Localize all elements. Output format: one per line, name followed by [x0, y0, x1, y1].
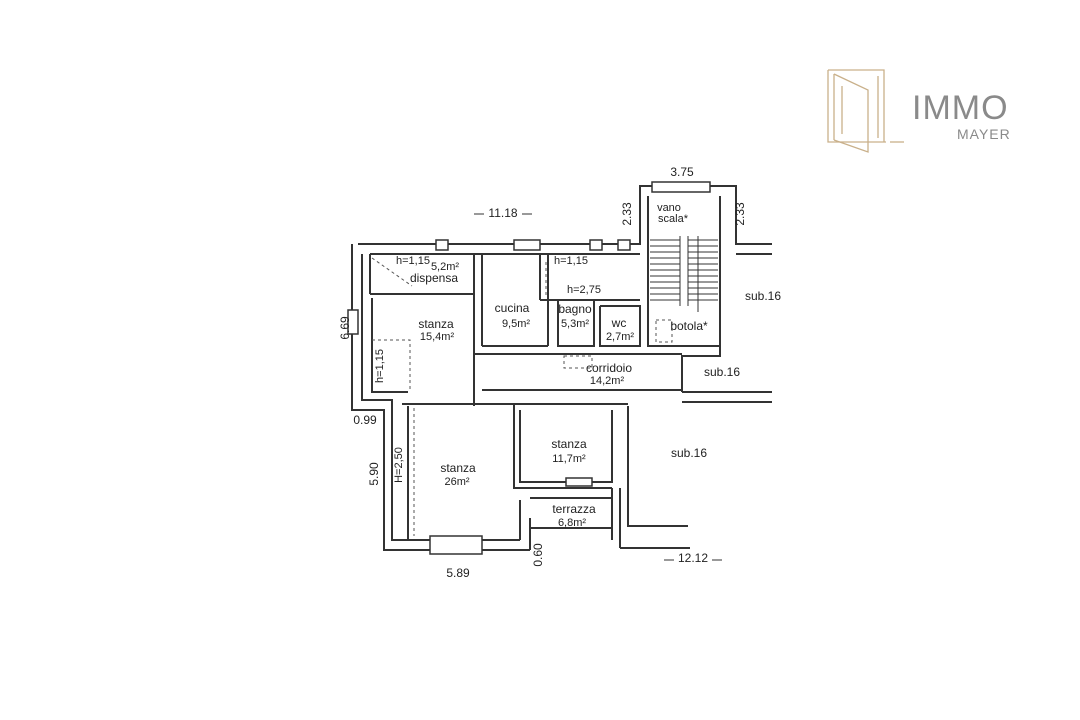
logo-subtitle: MAYER [957, 126, 1011, 142]
stanza-big-area: 26m² [444, 476, 469, 488]
sub-right-low: sub.16 [671, 446, 707, 460]
corridoio-name: corridoio [586, 361, 632, 375]
dim-bottom-right: 12.12 [678, 551, 708, 565]
stanza-mid-name: stanza [551, 437, 587, 451]
door-logo-icon [827, 69, 904, 153]
vano-line2: scala* [658, 213, 689, 225]
stair-treads [650, 236, 718, 312]
cucina-name: cucina [495, 301, 530, 315]
dispensa-name: dispensa [410, 271, 458, 285]
dim-stair-right: 2.33 [733, 202, 747, 226]
room-labels: h=1,15 5,2m² dispensa cucina 9,5m² h=1,1… [396, 202, 781, 529]
dim-left-offset: 0.99 [353, 413, 377, 427]
logo-wordmark: IMMO [912, 89, 1009, 127]
dimension-labels: 11.18 3.75 0.99 5.89 12.12 [353, 165, 708, 580]
terrazza-name: terrazza [552, 502, 596, 516]
botola-name: botola* [670, 319, 708, 333]
windows [347, 181, 711, 555]
dispensa-height: h=1,15 [396, 255, 430, 267]
dashed-lines [371, 257, 673, 536]
dimension-ticks [474, 213, 722, 561]
stanza-mid-area: 11,7m² [552, 453, 586, 465]
corridoio-area: 14,2m² [590, 375, 625, 387]
dim-left-height: 6.69 [338, 316, 352, 340]
dim-stair-left: 2.33 [620, 202, 634, 226]
cucina-area: 9,5m² [502, 318, 530, 330]
dim-bottom-small: 0.60 [531, 543, 545, 567]
wc-name: wc [611, 316, 627, 330]
stair-rail [679, 236, 699, 312]
dim-top-width: 11.18 [488, 206, 517, 220]
dim-bottom-width: 5.89 [446, 566, 470, 580]
stanza-left-height: h=1,15 [374, 349, 386, 383]
stanza-big-name: stanza [440, 461, 476, 475]
stanza-big-height: H=2,50 [393, 447, 405, 483]
wc-area: 2,7m² [606, 331, 634, 343]
stanza-left-area: 15,4m² [420, 331, 455, 343]
dispensa-area: 5,2m² [431, 261, 459, 273]
stanza-left-name: stanza [418, 317, 454, 331]
terrazza-area: 6,8m² [558, 517, 586, 529]
sub-right-mid: sub.16 [704, 365, 740, 379]
bagno-area: 5,3m² [561, 318, 589, 330]
dim-stair-width: 3.75 [670, 165, 694, 179]
dim-left-lower: 5.90 [367, 462, 381, 486]
sub-right-top: sub.16 [745, 289, 781, 303]
vano-line1: vano [657, 202, 681, 214]
bagno-name: bagno [558, 302, 592, 316]
bagno-height-top: h=1,15 [554, 255, 588, 267]
bagno-height-mid: h=2,75 [567, 284, 601, 296]
